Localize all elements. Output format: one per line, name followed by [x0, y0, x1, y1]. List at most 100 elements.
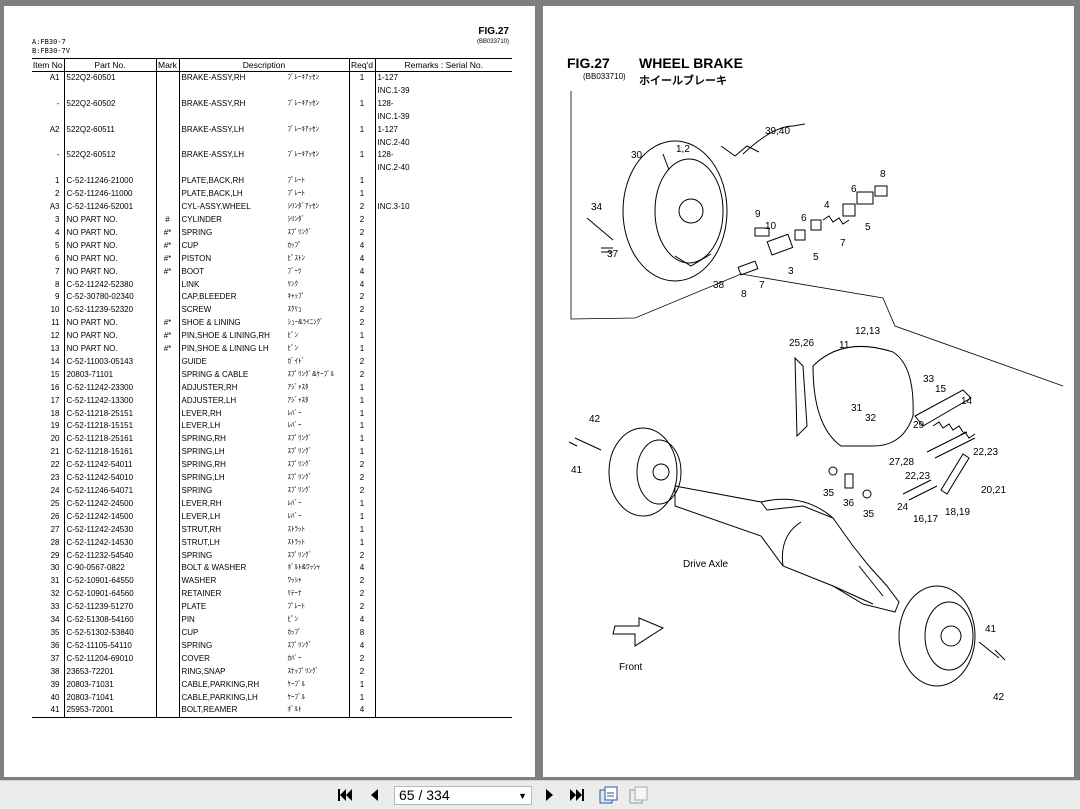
item-no-cell: 39	[32, 679, 64, 692]
next-page-button[interactable]	[540, 785, 560, 805]
first-page-button[interactable]	[334, 785, 356, 805]
description-text: CUP	[181, 627, 199, 637]
reqd-text: 1	[359, 434, 365, 444]
mark-cell	[155, 162, 179, 176]
reqd-text: 4	[359, 266, 365, 276]
callout-label: 30	[631, 150, 643, 161]
item-no-cell: 9	[32, 291, 64, 304]
part-no-text: C-52-10901-64550	[66, 576, 134, 586]
remarks-cell	[374, 304, 512, 318]
mark-cell	[155, 175, 179, 189]
mark-cell	[155, 446, 179, 460]
description-text: LEVER,LH	[181, 511, 221, 521]
arrow-left-icon	[371, 789, 378, 801]
mark-cell	[155, 588, 179, 602]
description-jp-text: ﾌﾟﾚｰﾄ	[287, 603, 306, 611]
item-no-text: 39	[50, 679, 60, 689]
page-separator: /	[414, 787, 427, 803]
remarks-cell	[374, 536, 512, 550]
part-no-cell: 522Q2-60512	[63, 149, 156, 163]
reqd-cell: 4	[348, 562, 375, 576]
callout-label: 41	[985, 624, 997, 635]
remarks-text: INC.1-39	[377, 111, 410, 121]
reqd-text: 8	[359, 627, 365, 637]
item-no-cell: -	[32, 149, 64, 162]
reqd-text: 1	[359, 447, 365, 457]
table-row: INC.2-40	[32, 162, 512, 176]
part-no-text: C-52-11204-69010	[66, 653, 134, 663]
reqd-text: 4	[359, 279, 365, 289]
part-no-text: C-52-51302-53840	[66, 627, 134, 637]
part-no-cell: C-52-11239-51270	[63, 601, 156, 615]
last-page-button[interactable]	[566, 785, 588, 805]
reqd-cell: 2	[348, 472, 375, 485]
remarks-cell	[374, 278, 512, 292]
reqd-cell: 2	[348, 588, 375, 602]
reqd-text: 2	[359, 550, 365, 560]
description-jp-text: ｽﾌﾟﾘﾝｸﾞ	[287, 641, 313, 649]
description-text: BRAKE-ASSY,RH	[181, 98, 246, 108]
item-no-cell: 3	[32, 214, 64, 227]
reqd-text: 1	[359, 421, 365, 431]
item-no-text: 29	[50, 550, 60, 560]
reqd-text: 1	[359, 408, 365, 418]
mark-cell	[155, 639, 179, 653]
reqd-cell: 1	[348, 510, 375, 524]
page-number-input[interactable]: 65 / 334 ▼	[394, 786, 532, 805]
item-no-cell: A1	[32, 72, 64, 85]
part-no-cell: C-52-11242-52380	[63, 278, 156, 292]
remarks-cell	[374, 588, 512, 602]
remarks-cell	[374, 704, 512, 719]
mark-cell	[155, 614, 179, 627]
part-no-text: NO PART NO.	[66, 318, 118, 328]
description-text: CYL-ASSY,WHEEL	[181, 202, 251, 212]
part-no-text: NO PART NO.	[66, 266, 118, 276]
callout-label: 18,19	[945, 507, 970, 518]
reqd-cell: 4	[348, 639, 375, 653]
callout-label: 36	[843, 498, 855, 509]
mark-cell	[155, 549, 179, 563]
description-jp-text: ﾌﾟﾚｰﾄ	[287, 190, 306, 198]
reqd-cell: 8	[348, 626, 375, 640]
mark-cell	[155, 291, 179, 305]
reqd-cell: 1	[348, 330, 375, 344]
chevron-down-icon[interactable]: ▼	[518, 791, 527, 801]
description-text: LINK	[181, 279, 200, 289]
item-no-cell: 17	[32, 395, 64, 408]
mark-cell	[155, 652, 179, 666]
part-no-text: C-52-11242-54010	[66, 473, 134, 483]
part-no-cell: C-52-11105-54110	[63, 639, 156, 653]
description-text: LEVER,RH	[181, 408, 222, 418]
previous-page-button[interactable]	[364, 785, 384, 805]
remarks-text: INC.3-10	[377, 202, 410, 212]
item-no-cell: 15	[32, 369, 64, 382]
remarks-cell	[374, 226, 512, 240]
reqd-text: 1	[359, 124, 365, 134]
reqd-cell: 2	[348, 652, 375, 666]
rotate-view-button[interactable]	[596, 785, 620, 805]
mark-text: #*	[163, 240, 172, 250]
mark-text: #*	[163, 227, 172, 237]
description-cell	[178, 162, 349, 176]
description-text: ADJUSTER,RH	[181, 382, 238, 392]
callout-label: 31	[851, 403, 863, 414]
remarks-cell	[374, 549, 512, 563]
item-no-cell: 2	[32, 188, 64, 201]
description-jp-text: ｶﾞｲﾄﾞ	[287, 357, 306, 365]
remarks-cell	[374, 175, 512, 189]
mark-text: #*	[163, 344, 172, 354]
mark-cell	[155, 678, 179, 692]
callout-label: 22,23	[973, 447, 998, 458]
copy-page-button[interactable]	[626, 785, 650, 805]
reqd-text: 1	[359, 150, 365, 160]
